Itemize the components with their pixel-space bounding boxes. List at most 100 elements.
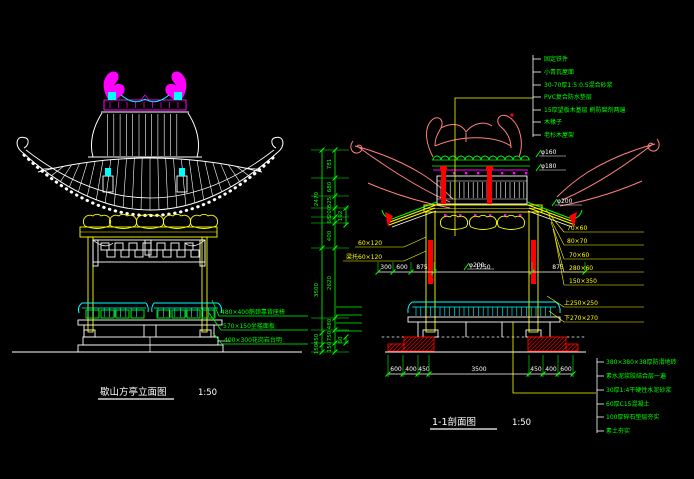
- cad-stroke: [422, 329, 439, 338]
- cad-stroke: [108, 213, 138, 229]
- dim-text: 2470: [314, 191, 320, 206]
- cad-stroke: [510, 113, 514, 117]
- cad-stroke: [559, 180, 643, 207]
- cad-stroke: [391, 210, 437, 228]
- cad-stroke: [189, 213, 219, 229]
- cad-stroke: [156, 309, 171, 319]
- cad-stroke: [186, 309, 201, 319]
- cad-stroke: [208, 312, 222, 331]
- cad-stroke: [551, 198, 558, 207]
- cad-stroke: [122, 158, 127, 208]
- elevation-frame: [79, 226, 218, 333]
- cad-stroke: [85, 309, 100, 319]
- callout-text: 素水泥浆胶结合层一遍: [606, 372, 666, 380]
- dim-text: 3500: [314, 282, 320, 297]
- cad-stroke: [77, 302, 83, 314]
- dim-text: 525: [327, 196, 333, 207]
- cad-stroke: [556, 143, 656, 198]
- cad-stroke: [432, 155, 530, 161]
- cad-stroke: [549, 336, 565, 352]
- section-dims-top: 300 600 875 1750 875: [375, 262, 588, 275]
- elevation-annotations: 480×400鹅颈靠背座椅 570×150坐槛面板 400×300花岗岩台明: [208, 299, 308, 345]
- cad-stroke: [553, 338, 567, 352]
- cad-stroke: [174, 92, 182, 100]
- dim-text: 68: [327, 216, 333, 224]
- cad-stroke: [95, 160, 104, 200]
- cad-stroke: [82, 213, 112, 229]
- cad-stroke: [92, 239, 99, 267]
- cad-stroke: [144, 94, 170, 103]
- cad-stroke: [104, 159, 112, 203]
- section-roof-slopes: [381, 201, 583, 228]
- callout-text: 380×380×38厚防滑地砖: [606, 358, 677, 366]
- cad-stroke: [78, 162, 88, 192]
- cad-stroke: [561, 143, 654, 201]
- drawing-title: 1-1剖面图: [432, 416, 476, 428]
- cad-stroke: [486, 166, 493, 170]
- cad-stroke: [477, 172, 480, 175]
- drawing-scale: 1:50: [512, 418, 531, 428]
- cad-stroke: [548, 310, 565, 323]
- cad-stroke: [211, 299, 220, 317]
- cad-stroke: [527, 210, 573, 228]
- section-eave-brackets: [439, 214, 526, 230]
- cad-stroke: [130, 309, 145, 319]
- cad-stroke: [151, 302, 155, 313]
- cad-stroke: [343, 334, 349, 340]
- dim-text: 600: [396, 264, 408, 271]
- cad-stroke: [408, 269, 414, 275]
- dim-text: 150: [327, 341, 333, 352]
- cad-stroke: [400, 347, 405, 352]
- vertical-dimension-chain: 2470 3500 450 150 781 680 525 200 68 400…: [311, 147, 362, 355]
- cad-stroke: [429, 346, 435, 352]
- annotation-text: 400×300花岗岩台明: [224, 336, 282, 344]
- member-label: 150×350: [569, 278, 597, 285]
- cad-stroke: [319, 245, 325, 251]
- elevation-roof: [16, 111, 284, 217]
- drawing-scale: 1:50: [198, 388, 217, 398]
- cad-stroke: [527, 336, 537, 346]
- cad-stroke: [162, 249, 172, 258]
- cad-stroke: [115, 309, 130, 319]
- cad-stroke: [527, 336, 541, 350]
- cad-stroke: [405, 336, 421, 352]
- cad-stroke: [426, 117, 443, 158]
- dim-text: 60: [338, 336, 344, 344]
- cad-stroke: [566, 343, 575, 352]
- cad-stroke: [417, 336, 433, 352]
- cad-stroke: [497, 114, 522, 158]
- cad-stroke: [343, 205, 349, 211]
- cad-stroke: [501, 172, 504, 175]
- cad-stroke: [319, 147, 325, 153]
- cad-stroke: [389, 204, 437, 223]
- callout-text: 小青瓦屋面: [544, 68, 574, 76]
- cad-stroke: [103, 99, 187, 111]
- member-label: 上250×250: [564, 299, 598, 307]
- cad-stroke: [176, 175, 188, 193]
- cad-stroke: [148, 249, 158, 258]
- cad-stroke: [82, 336, 219, 346]
- cad-stroke: [403, 336, 417, 350]
- cad-stroke: [527, 204, 575, 223]
- cad-stroke: [106, 249, 116, 258]
- cad-stroke: [228, 164, 240, 182]
- cad-stroke: [131, 158, 135, 209]
- cad-stroke: [468, 214, 498, 230]
- cad-stroke: [145, 302, 149, 313]
- section-roof-truss: [436, 166, 528, 205]
- cad-stroke: [90, 112, 103, 158]
- drawing-title: 歇山方亭立面图: [100, 386, 167, 398]
- cad-stroke: [421, 338, 435, 352]
- cad-stroke: [527, 336, 533, 342]
- cad-stroke: [440, 122, 493, 133]
- cad-stroke: [42, 167, 56, 170]
- cad-stroke: [16, 136, 29, 153]
- cad-stroke: [199, 329, 212, 338]
- cad-stroke: [343, 222, 349, 228]
- cad-stroke: [354, 145, 454, 200]
- cad-stroke: [319, 330, 325, 336]
- cad-stroke: [140, 94, 150, 101]
- dim-text: φ200: [469, 262, 485, 269]
- section-ridge-band: [432, 155, 530, 175]
- cad-stroke: [569, 212, 577, 227]
